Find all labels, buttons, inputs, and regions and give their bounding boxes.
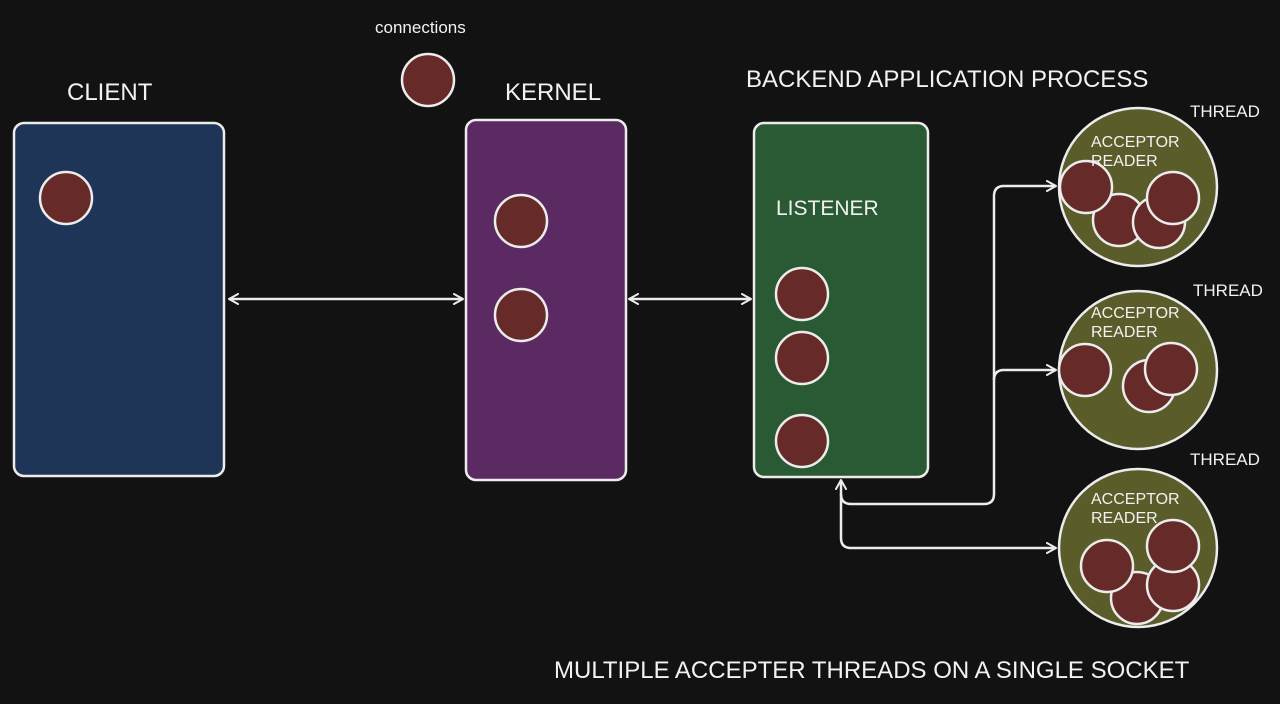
listener-connection [774,413,830,469]
thread-role-line1: ACCEPTOR [1091,134,1180,151]
thread-tag: THREAD [1190,450,1260,469]
thread-connection [1145,170,1201,226]
kernel-title: KERNEL [505,79,602,106]
thread-connection [1079,538,1135,594]
thread-connection [1058,159,1114,215]
thread-role-line2: READER [1091,510,1158,527]
thread-connection [1143,341,1199,397]
listener-thread-connector [992,364,1057,381]
kernel-box [464,118,628,482]
legend-connection-dot [400,52,456,108]
thread-connection [1057,342,1113,398]
backend-title: BACKEND APPLICATION PROCESS [746,66,1149,93]
client-title: CLIENT [67,79,153,106]
thread-tag: THREAD [1190,102,1260,121]
thread-role-line2: READER [1091,324,1158,341]
client-connection [38,170,94,226]
listener-connection [774,330,830,386]
thread-role-line2: READER [1091,153,1158,170]
thread-role-line1: ACCEPTOR [1091,305,1180,322]
kernel-connection [493,193,549,249]
diagram-caption: MULTIPLE ACCEPTER THREADS ON A SINGLE SO… [554,657,1190,684]
client-box [12,121,226,478]
thread-role-line1: ACCEPTOR [1091,491,1180,508]
listener-thread-connector [835,180,1057,506]
thread-tag: THREAD [1193,281,1263,300]
listener-label: LISTENER [776,197,879,220]
kernel-connection [493,287,549,343]
listener-thread-connector [839,494,1057,554]
thread-connection [1145,518,1201,574]
connections-legend-label: connections [375,18,466,37]
listener-connection [774,266,830,322]
